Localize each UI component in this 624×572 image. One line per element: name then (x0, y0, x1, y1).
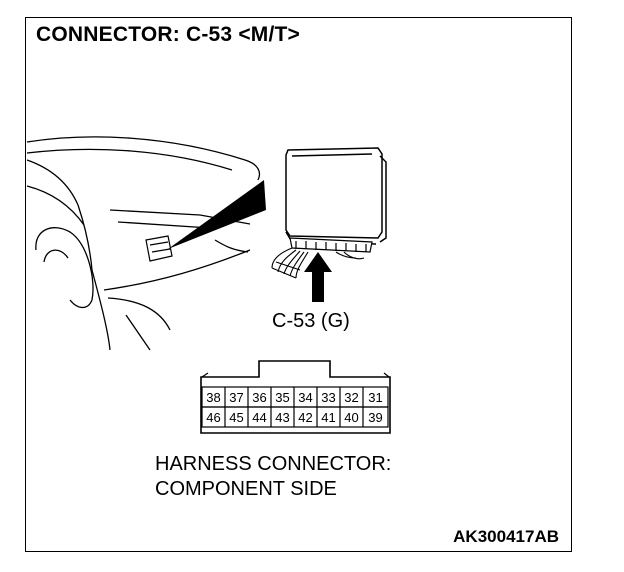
pin-label: 38 (206, 390, 220, 405)
pin-row-bottom: 46 45 44 43 42 41 40 39 (206, 410, 382, 425)
pin-label: 33 (321, 390, 335, 405)
connector-label: C-53 (G) (272, 310, 350, 332)
figure-code: AK300417AB (453, 527, 559, 546)
connector-location-marker (145, 235, 173, 262)
pin-label: 43 (275, 410, 289, 425)
pin-label: 41 (321, 410, 335, 425)
connector-title: CONNECTOR: C-53 <M/T> (36, 23, 301, 46)
harness-caption: HARNESS CONNECTOR: COMPONENT SIDE (155, 452, 391, 502)
pin-label: 39 (368, 410, 382, 425)
ecu-connector (289, 237, 373, 253)
dashboard-illustration (26, 136, 261, 351)
pin-label: 31 (368, 390, 382, 405)
pin-label: 45 (229, 410, 243, 425)
pin-label: 46 (206, 410, 220, 425)
callout-wedge (168, 180, 266, 249)
figure-frame (25, 17, 572, 552)
pin-label: 40 (344, 410, 358, 425)
harness-caption-line: COMPONENT SIDE (155, 478, 337, 500)
pin-row-top: 38 37 36 35 34 33 32 31 (206, 390, 382, 405)
wiring-harness (271, 247, 365, 279)
ecu-module (285, 147, 387, 245)
pin-label: 32 (344, 390, 358, 405)
pin-label: 34 (298, 390, 312, 405)
pin-label: 44 (252, 410, 266, 425)
harness-caption-line: HARNESS CONNECTOR: (155, 453, 392, 475)
arrow-indicator (304, 252, 332, 302)
pin-label: 37 (229, 390, 243, 405)
connector-face-diagram (200, 360, 391, 434)
pin-label: 42 (298, 410, 312, 425)
pin-label: 35 (275, 390, 289, 405)
pin-label: 36 (252, 390, 266, 405)
